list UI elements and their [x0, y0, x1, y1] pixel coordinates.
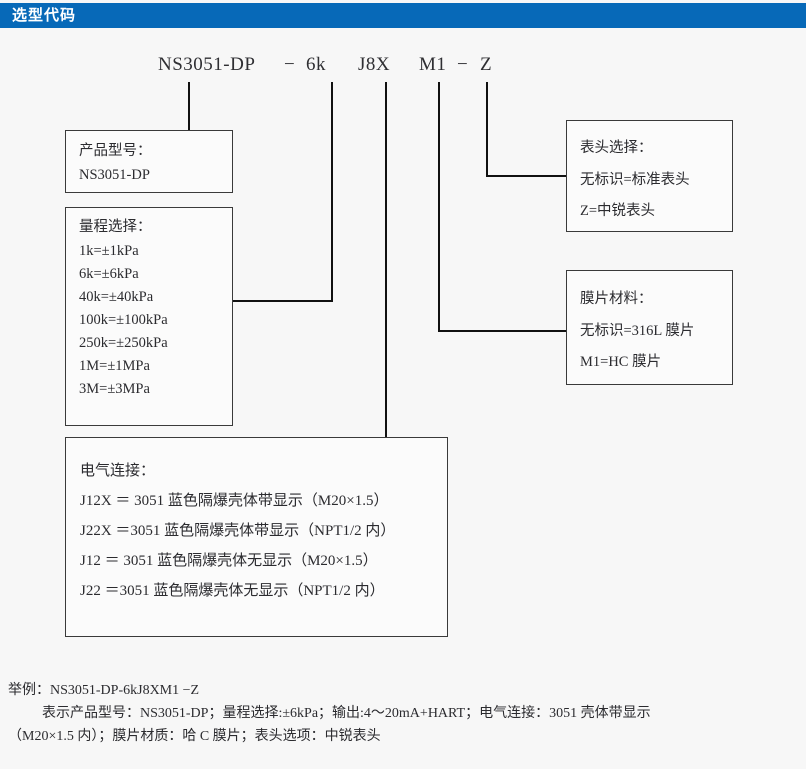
box-head-select-line-0: 无标识=标准表头: [580, 172, 690, 188]
box-electrical-connection: 电气连接： J12X ＝ 3051 蓝色隔爆壳体带显示（M20×1.5） J22…: [65, 437, 448, 637]
box-head-select: 表头选择： 无标识=标准表头 Z=中锐表头: [566, 120, 733, 232]
box-product-model: 产品型号： NS3051-DP: [65, 130, 233, 193]
connector-electrical: [385, 82, 387, 438]
box-electrical-connection-line-0: J12X ＝ 3051 蓝色隔爆壳体带显示（M20×1.5）: [80, 493, 389, 509]
box-electrical-connection-line-3: J22 ＝3051 蓝色隔爆壳体无显示（NPT1/2 内）: [80, 583, 385, 599]
box-range-select-line-6: 3M=±3MPa: [79, 381, 150, 397]
box-range-select-line-3: 100k=±100kPa: [79, 312, 168, 328]
box-product-model-line-0: NS3051-DP: [79, 167, 150, 183]
box-range-select-title: 量程选择：: [79, 219, 152, 235]
page-title: 选型代码: [12, 6, 77, 24]
connector-product-model: [188, 82, 190, 131]
code-token-range: 6k: [306, 54, 326, 75]
connector-range-vertical: [331, 82, 333, 302]
box-range-select-line-4: 250k=±250kPa: [79, 335, 168, 351]
connector-head-horizontal: [486, 175, 568, 177]
box-electrical-connection-line-1: J22X ＝3051 蓝色隔爆壳体带显示（NPT1/2 内）: [80, 523, 396, 539]
box-head-select-line-1: Z=中锐表头: [580, 203, 656, 219]
box-diaphragm-material-line-1: M1=HC 膜片: [580, 354, 662, 370]
code-token-dash-1: −: [284, 54, 296, 75]
box-electrical-connection-title: 电气连接：: [80, 463, 156, 479]
example-line-3: （M20×1.5 内）；膜片材质：哈 C 膜片；表头选项：中锐表头: [8, 729, 381, 744]
box-range-select-line-0: 1k=±1kPa: [79, 243, 139, 259]
box-diaphragm-material-title: 膜片材料：: [580, 291, 653, 307]
code-token-dash-2: −: [457, 54, 469, 75]
example-line-1: 举例：NS3051-DP-6kJ8XM1 −Z: [8, 683, 200, 698]
code-token-diaphragm: M1: [419, 54, 447, 75]
code-token-head: Z: [480, 54, 493, 75]
header-bar: [0, 3, 806, 28]
box-range-select-line-1: 6k=±6kPa: [79, 266, 139, 282]
box-diaphragm-material-line-0: 无标识=316L 膜片: [580, 323, 695, 339]
code-token-model: NS3051-DP: [158, 54, 256, 75]
code-token-connection: J8X: [358, 54, 391, 75]
connector-head-vertical: [486, 82, 488, 177]
example-line-2: 表示产品型号：NS3051-DP；量程选择:±6kPa；输出:4～20mA+HA…: [42, 706, 651, 721]
box-electrical-connection-line-2: J12 ＝ 3051 蓝色隔爆壳体无显示（M20×1.5）: [80, 553, 378, 569]
connector-diaphragm-vertical: [438, 82, 440, 332]
box-product-model-title: 产品型号：: [79, 143, 152, 159]
connector-range-horizontal: [233, 300, 333, 302]
box-diaphragm-material: 膜片材料： 无标识=316L 膜片 M1=HC 膜片: [566, 270, 733, 385]
box-range-select-line-2: 40k=±40kPa: [79, 289, 154, 305]
connector-diaphragm-horizontal: [438, 330, 568, 332]
box-range-select-line-5: 1M=±1MPa: [79, 358, 150, 374]
box-range-select: 量程选择： 1k=±1kPa 6k=±6kPa 40k=±40kPa 100k=…: [65, 207, 233, 426]
box-head-select-title: 表头选择：: [580, 140, 653, 156]
